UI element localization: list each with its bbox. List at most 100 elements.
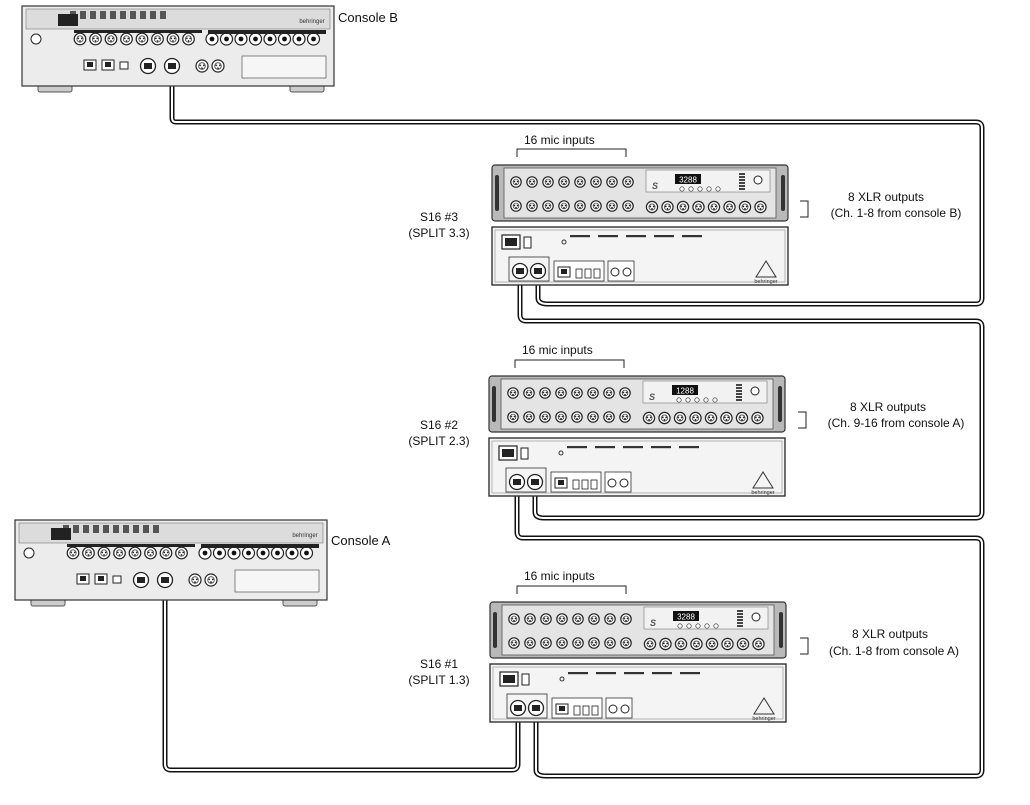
button [695,623,701,629]
xlr-input [604,637,616,649]
s16-2-rack-handle-right [778,386,782,422]
vent-slot [626,235,646,238]
console-xlr [82,546,95,560]
xlr-input [556,637,568,649]
xlr-input [619,387,631,399]
s16-2-inputs-label: 16 mic inputs [522,343,593,357]
xlr-input [526,200,538,212]
xlr-input [555,411,567,423]
s16-1-name: S16 #1 [419,657,459,671]
console-combo-jack [263,32,277,46]
xlr-input [542,200,554,212]
xlr-input [604,613,616,625]
console-xlr-aux [30,33,42,45]
meter-led [737,616,743,618]
console-network-port [94,573,108,585]
channel-strip [83,525,89,533]
channel-strip [100,11,106,19]
s16-3-name: S16 #3 [419,210,459,224]
console-xlr-out [188,573,202,587]
xlr-input [540,613,552,625]
meter-led [737,610,743,612]
s16-2-xlr-outputs [642,411,764,425]
button [697,186,703,192]
button [712,397,718,403]
expansion-slot [241,55,327,79]
console-combo-jack [227,546,241,560]
midi-in [608,704,618,714]
xlr-input [588,637,600,649]
xlr-output [689,411,702,425]
button [676,397,682,403]
console-display [51,528,71,540]
xlr-output [751,411,764,425]
power-knob [753,175,763,185]
xlr-input [603,387,615,399]
button [685,397,691,403]
console-combo-jack [277,32,292,46]
xlr-input [587,387,599,399]
brand-text: behringer [754,279,777,285]
s16-1-rack-handle-left [493,612,497,648]
console-xlr-row [73,32,321,46]
s16-1-display-value: 3288 [677,613,695,622]
meter-led [737,613,743,615]
button [686,623,692,629]
s16-1-aes50-b [527,699,545,717]
channel-strip [120,11,126,19]
channel-strip [103,525,109,533]
xlr-input [556,613,568,625]
cable-s16-3-to-s16-2 [517,268,985,521]
vent-slot [651,446,671,449]
brand-text: behringer [751,490,774,496]
s16-2-outputs-desc: (Ch. 9-16 from console A) [827,416,965,430]
channel-strip [113,525,119,533]
s16-1-display [673,611,699,621]
midi-out [619,478,629,488]
s16-logo: S [652,181,658,191]
vent-slot [624,672,644,675]
midi-out [622,267,632,277]
meter-led [736,387,742,389]
cable-console-b-to-s16-3 [169,63,985,307]
s16-3-inputs-bracket [516,148,627,157]
s16-3-rack-handle-left [495,175,499,211]
meter-led [739,182,745,184]
button [679,186,685,192]
xlr-input [603,411,615,423]
devices: behringerbehringer3288Sbehringer1288Sbeh… [14,5,809,723]
console-xlr [144,546,157,560]
console-xlr [135,32,149,46]
channel-strip [160,11,166,19]
console-xlr-out [211,59,225,73]
channel-strip [143,525,149,533]
console-xlr-row [66,546,314,560]
console-xlr [166,32,180,46]
button [715,186,721,192]
meter-led [739,179,745,181]
vent-slot [652,672,672,675]
vent-slot [595,446,615,449]
channel-strip [90,11,96,19]
console-aes50-b [163,57,181,75]
console-combo-jack [270,546,285,560]
s16-2-display-value: 1288 [676,387,694,396]
vent-slot [654,235,674,238]
vent-slot [596,672,616,675]
s16-2-aes50-a [508,473,526,491]
xlr-input [523,387,535,399]
xlr-output [674,637,688,651]
channel-strip [153,525,159,533]
xlr-input [590,176,602,188]
meter-led [736,384,742,386]
xlr-input [542,176,554,188]
xlr-input [619,411,631,423]
console-xlr [89,32,102,46]
s16-1-outputs-bracket [800,637,809,655]
vent-slot [679,446,699,449]
